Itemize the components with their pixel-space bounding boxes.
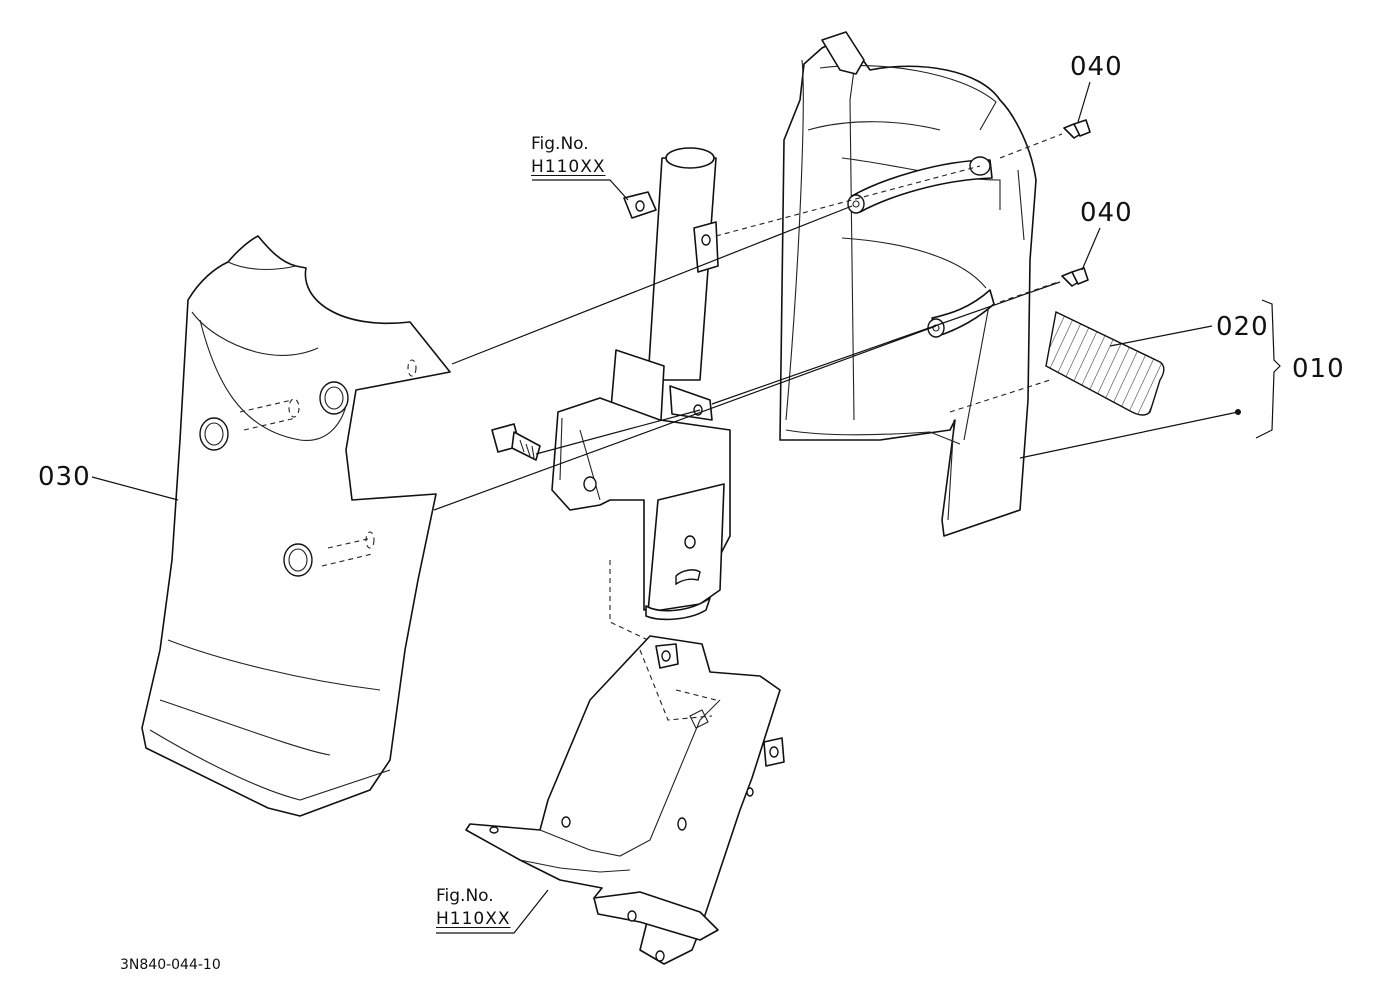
steering-post-assembly bbox=[491, 147, 731, 621]
front-cover-030 bbox=[141, 235, 451, 817]
part-label-040-top: 040 bbox=[1070, 52, 1123, 82]
part-label-030: 030 bbox=[38, 462, 91, 492]
rear-cover-010 bbox=[779, 31, 1037, 537]
screw-040-top bbox=[1063, 119, 1091, 139]
fig-ref-top-line1: Fig.No. bbox=[531, 134, 589, 154]
assembly-lines bbox=[91, 81, 1281, 934]
lower-frame bbox=[465, 560, 785, 965]
part-label-010: 010 bbox=[1292, 354, 1345, 384]
drawing-code: 3N840-044-10 bbox=[120, 957, 221, 973]
fig-ref-bottom-line1: Fig.No. bbox=[436, 886, 494, 906]
part-label-020: 020 bbox=[1216, 312, 1269, 342]
fig-ref-top: Fig.No. H110XX bbox=[531, 136, 606, 176]
label-plate-020 bbox=[1045, 310, 1165, 416]
fig-ref-bottom: Fig.No. H110XX bbox=[436, 888, 511, 928]
fig-ref-bottom-line2: H110XX bbox=[436, 909, 511, 929]
part-label-040-bottom: 040 bbox=[1080, 198, 1133, 228]
screw-040-bottom bbox=[1061, 267, 1089, 287]
fig-ref-top-line2: H110XX bbox=[531, 157, 606, 177]
